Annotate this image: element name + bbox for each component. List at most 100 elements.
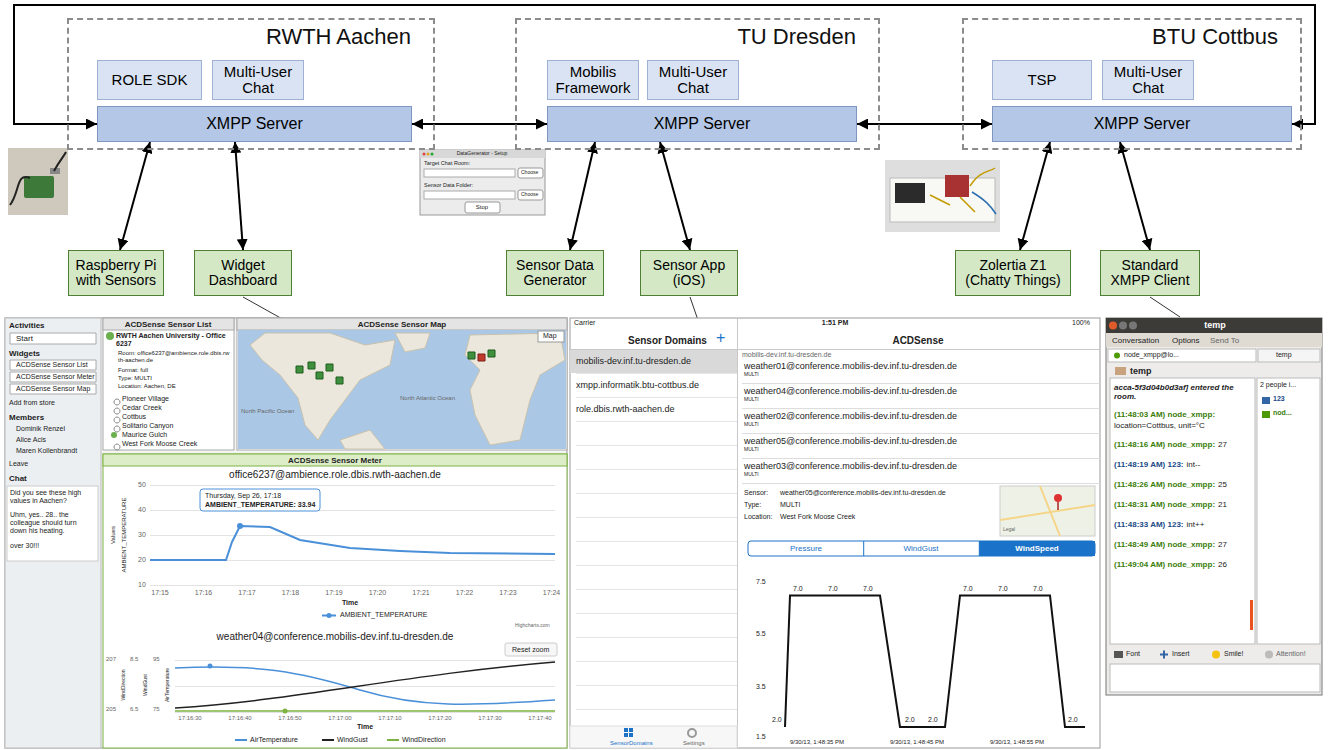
chat-client-text: nod... xyxy=(1273,409,1292,417)
dashboard-text: Activities xyxy=(9,321,45,330)
node-label: ROLE SDK xyxy=(112,72,188,89)
site-region: TU DresdenMobilis FrameworkMulti-User Ch… xyxy=(515,18,880,150)
dashboard-text: North Pacific Ocean xyxy=(241,408,294,415)
dashboard-text: office6237@ambience.role.dbis.rwth-aache… xyxy=(229,469,441,481)
battery xyxy=(895,183,925,203)
ios-app-text: 2.0 xyxy=(905,716,915,724)
ios-app-text: MULTI xyxy=(744,447,759,453)
panel-header xyxy=(103,318,234,330)
component-box: TSP xyxy=(992,60,1092,100)
chat-client-text: Font xyxy=(1126,650,1140,658)
button xyxy=(518,168,543,178)
wires xyxy=(972,192,996,214)
chat-client-text: node_xmpp@lo... xyxy=(1124,351,1179,359)
ios-app-text: weather04@conference.mobilis-dev.inf.tu-… xyxy=(744,386,957,396)
dashboard-text: 207 xyxy=(106,656,116,663)
map-land xyxy=(250,333,565,449)
chat-client-text: 123 xyxy=(1273,395,1285,403)
ios-app-text: Sensor: xyxy=(744,489,768,497)
cable xyxy=(10,152,66,205)
ios-app-text: 2.0 xyxy=(772,716,782,724)
dashboard-text: Highcharts.com xyxy=(515,623,550,629)
map-pin xyxy=(1057,502,1059,510)
site-region: RWTH AachenROLE SDKMulti-User ChatXMPP S… xyxy=(67,18,435,150)
ios-app-text: 7.0 xyxy=(998,585,1008,593)
dashboard-text: ACDSense Sensor Map xyxy=(358,320,446,329)
dashboard-text: Alice Acis xyxy=(16,436,46,444)
tab xyxy=(1108,349,1256,362)
ios-app-text: WindGust xyxy=(903,544,938,553)
ios-app-text: 1.5 xyxy=(756,733,766,741)
toolbar-icon xyxy=(1212,651,1220,659)
connector xyxy=(570,142,595,250)
ios-app-text: 9/30/13, 1:48:35 PM xyxy=(790,739,844,746)
window-button xyxy=(1119,322,1127,330)
dialog-text: Target Chat Room: xyxy=(424,160,470,166)
node-label: TSP xyxy=(1027,72,1056,89)
dashboard-text: Maurice Gulch xyxy=(122,431,167,439)
client-window xyxy=(1106,318,1322,695)
dashboard-text: 17:18 xyxy=(282,589,300,597)
dashboard-text: 8.5 xyxy=(130,656,138,663)
map-marker xyxy=(296,350,495,384)
node-label: Mobilis Framework xyxy=(552,64,634,97)
map-thumbnail xyxy=(1000,486,1095,536)
dashboard-text: 17:23 xyxy=(499,589,517,597)
ios-frame xyxy=(570,318,1100,748)
title-bar xyxy=(1106,318,1322,333)
dashboard-text: 17:17 xyxy=(238,589,256,597)
list-separator xyxy=(742,384,1100,484)
dashboard-text: 95 xyxy=(153,656,160,663)
ios-app-text: 2.0 xyxy=(1068,716,1078,724)
node-label: Zolertia Z1 (Chatty Things) xyxy=(960,258,1066,289)
scrollbar xyxy=(1250,600,1253,630)
status-icon xyxy=(1114,353,1120,359)
map-marker xyxy=(478,354,485,361)
chat-client-text: 21 xyxy=(1218,500,1227,509)
reset-button xyxy=(505,643,557,656)
ios-app-text: 7.0 xyxy=(828,585,838,593)
server-box: XMPP Server xyxy=(992,106,1292,142)
dashboard-text: 40 xyxy=(138,506,146,514)
dashboard-text: 17:17:10 xyxy=(378,715,401,722)
dashboard-text: 17:16:30 xyxy=(178,715,201,722)
client-box: Raspberry Pi with Sensors xyxy=(68,250,164,296)
chat-client-text: location=Cottbus, unit=°C xyxy=(1114,421,1205,430)
ios-app-text: ACDSense xyxy=(892,335,943,347)
ios-app-text: Location: xyxy=(744,513,772,521)
ios-app-text: Pressure xyxy=(790,544,822,553)
dashboard-text: Chat xyxy=(9,474,27,483)
toolbar-icon xyxy=(1265,651,1273,659)
ios-app-text: 3.5 xyxy=(756,683,766,691)
button xyxy=(465,202,500,213)
ios-app-text: MULTI xyxy=(780,501,800,509)
ios-app-text: MULTI xyxy=(744,397,759,403)
dashboard-text: ACDSense Sensor List xyxy=(125,320,212,329)
ios-app-text: 7.0 xyxy=(793,585,803,593)
panel-header xyxy=(237,318,567,330)
node-label: Multi-User Chat xyxy=(217,64,299,97)
ios-app-text: 1:51 PM xyxy=(822,319,848,327)
chat-client-text: temp xyxy=(1130,366,1152,376)
ios-app-text: Carrier xyxy=(574,319,595,327)
server-box: XMPP Server xyxy=(547,106,857,142)
node-label: Multi-User Chat xyxy=(1107,64,1189,97)
node-label: RWTH Aachen xyxy=(69,20,433,49)
tab-bar xyxy=(570,726,737,748)
chat-client-text: (11:49:04 AM) node_xmpp: xyxy=(1114,560,1215,569)
ios-app-text: mobilis-dev.inf.tu-dresden.de xyxy=(742,351,831,359)
ios-app-text: MULTI xyxy=(744,422,759,428)
toolbar-icon xyxy=(1160,651,1168,659)
dashboard-text: Time xyxy=(357,723,373,731)
segment-divider xyxy=(864,541,980,556)
ios-app-text: weather03@conference.mobilis-dev.inf.tu-… xyxy=(744,461,957,471)
data-point xyxy=(208,664,213,669)
dashboard-text: over 30!!! xyxy=(10,542,39,550)
segmented-control xyxy=(748,541,1095,556)
component-box: Mobilis Framework xyxy=(547,60,639,100)
dashboard-text: Type: MULTI xyxy=(118,375,152,382)
chat-client-text: int++ xyxy=(1187,520,1205,529)
ios-app-text: mobilis-dev.inf.tu-dresden.de xyxy=(576,356,691,366)
chat-box xyxy=(7,486,98,561)
member-icon xyxy=(1262,397,1270,404)
